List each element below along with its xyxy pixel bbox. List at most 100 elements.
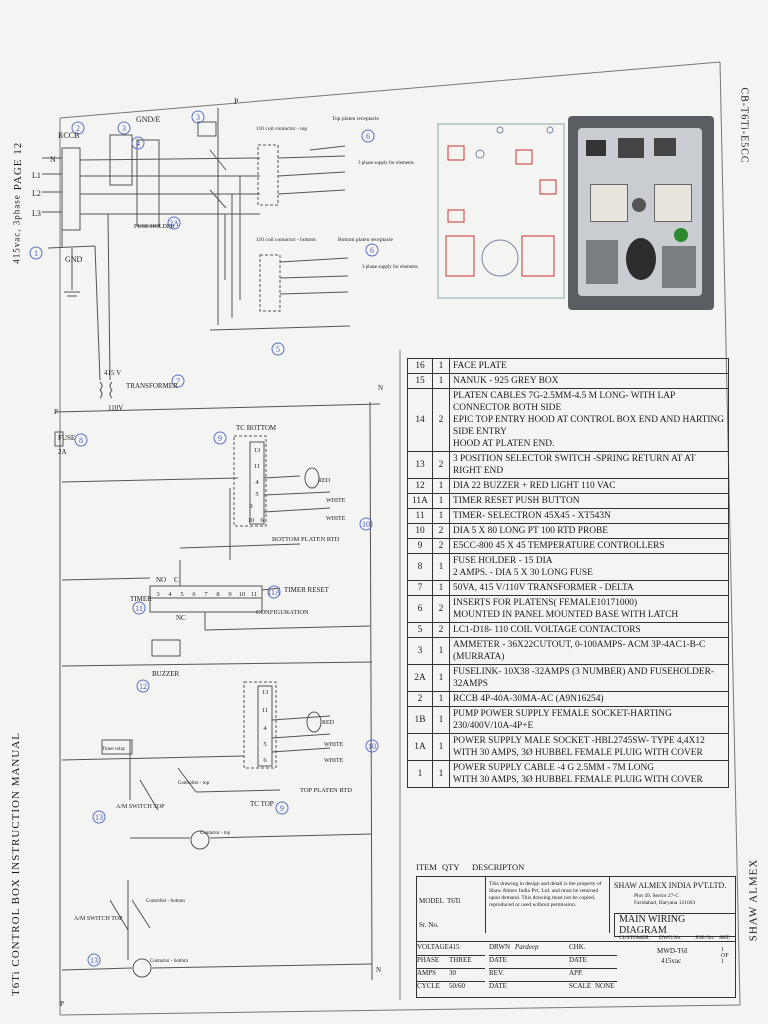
white-label-top-2: WHITE — [324, 758, 344, 764]
bom-quantity: 1 — [432, 373, 450, 389]
bom-description-line: DIA 22 BUZZER + RED LIGHT 110 vac — [453, 481, 616, 491]
fuse-label: FUSE — [58, 434, 75, 442]
bom-description-line: PUMP POWER SUPPLY FEMALE SOCKET-HARTING … — [453, 709, 672, 731]
bom-description-line: DIA 5 X 80 LONG PT 100 RTD PROBE — [453, 526, 609, 536]
n-label-3: N — [376, 966, 381, 974]
bom-description-line: POWER SUPPLY CABLE -4 G 2.5mm - 7m LONG — [453, 763, 655, 773]
socket-right-shape — [662, 246, 696, 288]
bom-description-line: FUSELINK- 10X38 -32AMPS (3 Number) AND F… — [453, 667, 714, 689]
timer-term-6: 8 — [216, 591, 219, 598]
bom-description: RCCB 4P-40A-30mA-AC (A9N16254) — [449, 691, 729, 707]
bom-header: ITEM QTY DESCRIPTON — [416, 862, 736, 876]
bom-quantity: 1 — [432, 478, 450, 494]
tc-top-label: TC TOP — [250, 800, 274, 808]
v415-label: 415 V — [104, 369, 121, 377]
bom-item-number: 11 — [407, 508, 433, 524]
green-button-shape — [674, 228, 688, 242]
buzzer-label: BUZZER — [152, 670, 180, 678]
bom-description-line: INSERTS FOR PLATENS( FEMALE10171000) — [453, 598, 638, 608]
l3-label: L3 — [32, 209, 41, 218]
title-block: MODEL T6Ti Sr. No. This drawing in desig… — [416, 876, 736, 998]
bom-item-number: 14 — [407, 388, 433, 452]
chk-label: CHK. — [569, 943, 617, 956]
job-label: JOB No. — [695, 935, 715, 941]
l2-label: L2 — [32, 189, 41, 198]
c-label: C — [174, 576, 179, 584]
gnd-label: GND — [65, 255, 83, 264]
model-cell: MODEL T6Ti Sr. No. — [417, 877, 486, 933]
tc-bottom-label: TC BOTTOM — [236, 424, 277, 432]
bom-description-line: FACE PLATE — [453, 361, 507, 371]
timer-term-3: 5 — [180, 591, 183, 598]
bom-header-qty: QTY — [442, 862, 460, 872]
bom-item-number: 9 — [407, 538, 433, 554]
bom-description: FACE PLATE — [449, 358, 729, 374]
timer-term-5: 7 — [204, 591, 208, 598]
timer-term-1: 3 — [156, 591, 159, 598]
app-label: APP. — [569, 969, 617, 982]
spec-val-phase: THREE — [449, 956, 472, 964]
top-rtd-label: TOP PLATEN RTD — [300, 787, 352, 794]
no-label: NO — [156, 576, 166, 584]
bom-item-number: 1A — [407, 733, 433, 761]
bom-description-line: AMMETER - 36x22CUTOUT, 0-100AMPS- ACM 3P… — [453, 640, 706, 662]
tb-term-1: 13 — [254, 447, 261, 454]
timer-term-7: 9 — [228, 591, 231, 598]
bom-description-line: 3 POSITION SELECTOR SWITCH -spring retur… — [453, 454, 696, 476]
timer-relay-label: Timer relay — [102, 747, 126, 752]
bom-description: LC1-D18- 110 COIL VOLTAGE CONTACTORS — [449, 622, 729, 638]
callout-13: 13 — [95, 813, 103, 822]
company-cell: SHAW ALMEX INDIA PVT.LTD. Plot 49, Secto… — [609, 877, 736, 937]
bom-quantity: 2 — [432, 388, 450, 452]
contactor-top-short: Contactor - top — [200, 831, 231, 836]
am-switch-top2-label: A/M SWITCH TOP — [74, 916, 123, 922]
bom-quantity: 2 — [432, 523, 450, 539]
bom-quantity: 1 — [432, 760, 450, 788]
bom-description: PUMP POWER SUPPLY FEMALE SOCKET-HARTING … — [449, 706, 729, 734]
company-address-1: Plot 49, Sector 27-C — [634, 893, 679, 899]
bom-item-number: 1 — [407, 760, 433, 788]
bom-quantity: 2 — [432, 595, 450, 623]
tb-term-4: 5 — [255, 491, 258, 498]
tt-term-2: 11 — [262, 707, 268, 714]
bom-description: PLATEN CABLES 7G-2.5MM-4.5 M LONG- with … — [449, 388, 729, 452]
bom-description-line: Epic top entry hood at control box end a… — [453, 415, 725, 437]
bom-description-line: 50VA, 415 V/110V TRANSFORMER - DELTA — [453, 583, 634, 593]
bom-quantity: 1 — [432, 508, 450, 524]
timer-label: TIMER — [130, 595, 152, 603]
spec-key-amps: AMPS — [417, 969, 437, 977]
sr-label: Sr. No. — [419, 921, 439, 929]
bom-description: INSERTS FOR PLATENS( FEMALE10171000)moun… — [449, 595, 729, 623]
copyright-notice: This drawing in design and detail is the… — [489, 881, 602, 908]
tt-term-1: 13 — [262, 689, 269, 696]
dwg-label: DWG.No. — [659, 935, 682, 941]
bom-description: E5CC-800 45 X 45 TEMPERATURE CONTROLLERS — [449, 538, 729, 554]
supply-elements-bottom: 3 phase supply for elements — [362, 265, 418, 270]
bom-quantity: 2 — [432, 451, 450, 479]
callout-10: 10 — [362, 520, 370, 529]
tb-term-3: 4 — [255, 479, 259, 486]
bom-description: DIA 5 X 80 LONG PT 100 RTD PROBE — [449, 523, 729, 539]
callout-11a: 11A — [267, 588, 281, 597]
sht-label: SHT. — [719, 935, 731, 941]
spec-key-phase: PHASE — [417, 956, 440, 964]
bom-description-line: FUSE HOLDER - 15 DIA — [453, 556, 553, 566]
timer-term-9: 11 — [251, 591, 257, 598]
timer-term-4: 6 — [192, 591, 196, 598]
callout-1: 1 — [34, 249, 38, 258]
bom-quantity: 2 — [432, 538, 450, 554]
